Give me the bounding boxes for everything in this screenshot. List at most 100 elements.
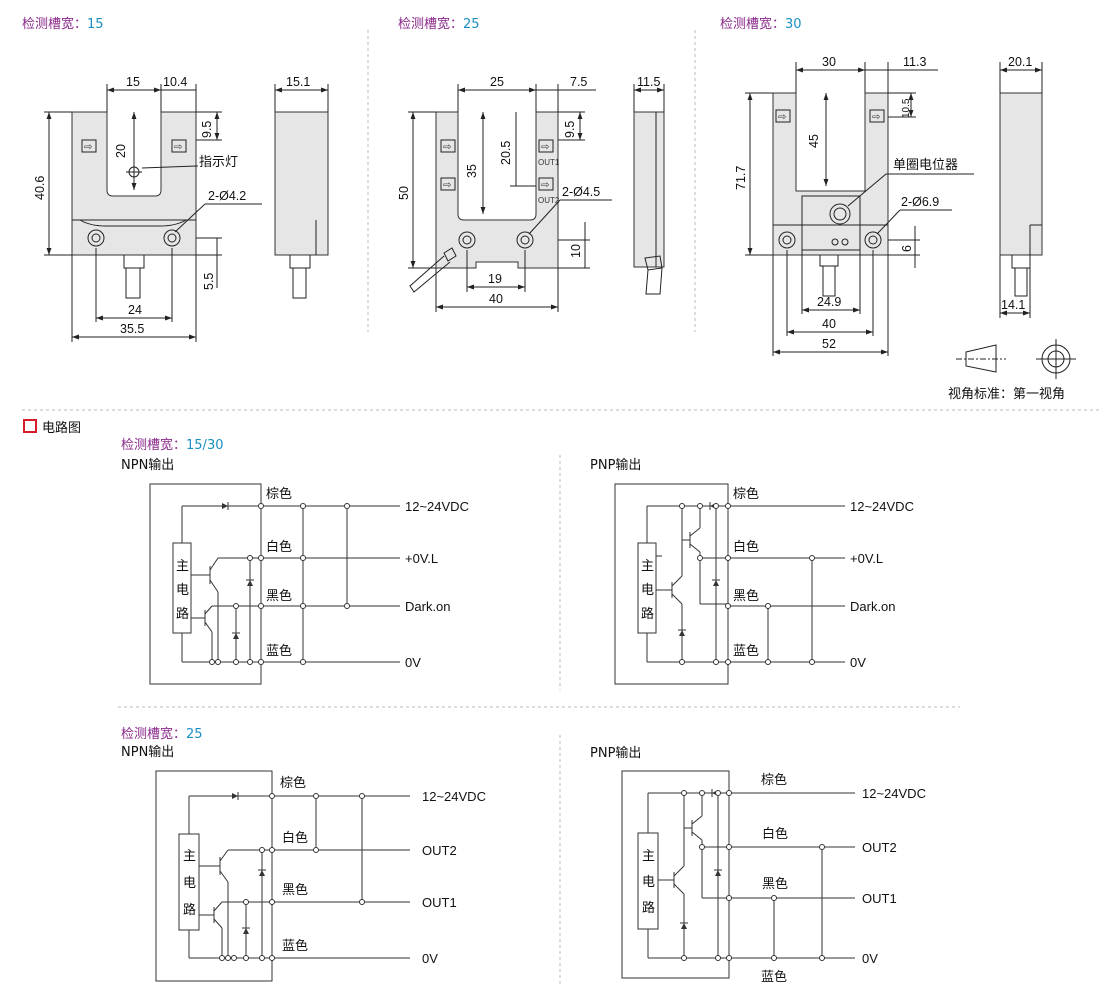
circuit-npn-2: 主 电 路 棕色 白色 黑色 蓝色 12~24VDC O xyxy=(155,770,486,982)
svg-text:电: 电 xyxy=(642,875,655,890)
dim-top-offset: 9.5 xyxy=(563,121,577,138)
dim-total-height: 71.7 xyxy=(734,166,748,190)
dim-mid: 20.5 xyxy=(499,141,513,165)
label-out2: OUT2 xyxy=(538,196,560,205)
svg-text:⇨: ⇨ xyxy=(872,112,880,123)
dim-total-height: 50 xyxy=(397,186,411,200)
svg-text:12~24VDC: 12~24VDC xyxy=(850,499,914,514)
dim-total-width: 40 xyxy=(489,292,503,306)
circuit-pnp-1: 主 电 路 棕色 白色 黑色 蓝色 12~24VDC xyxy=(614,483,914,685)
svg-text:黑色: 黑色 xyxy=(266,588,292,604)
svg-text:棕色: 棕色 xyxy=(280,775,306,791)
mount-hole xyxy=(163,229,181,247)
potentiometer-knob xyxy=(829,203,851,225)
potentiometer-housing xyxy=(801,195,861,251)
svg-text:白色: 白色 xyxy=(282,830,308,846)
output-out2: OUT2 xyxy=(422,843,457,858)
dim-slot-width: 15 xyxy=(126,75,140,89)
label-out1: OUT1 xyxy=(538,158,560,167)
svg-text:⇨: ⇨ xyxy=(541,180,549,191)
panel-slot-25: ⇨ ⇨ ⇨ ⇨ OUT1 OUT2 25 7.5 35 20.5 9.5 50 … xyxy=(397,75,665,312)
svg-text:路: 路 xyxy=(183,902,196,918)
dim-slot-depth: 45 xyxy=(807,134,821,148)
dim-right-arm: 10.4 xyxy=(163,75,187,89)
dim-right-arm: 11.3 xyxy=(903,55,926,69)
output-out1: OUT1 xyxy=(422,895,457,910)
svg-text:⇨: ⇨ xyxy=(541,142,549,153)
dim-hole-bottom: 10 xyxy=(569,244,583,258)
dim-side-width: 11.5 xyxy=(637,75,660,89)
dim-total-height: 40.6 xyxy=(33,176,47,200)
dim-side-width: 20.1 xyxy=(1008,55,1032,69)
dim-side-width: 15.1 xyxy=(286,75,310,89)
output-0v-2: 0V xyxy=(422,951,438,966)
output-dark: Dark.on xyxy=(405,599,451,614)
svg-text:⇨: ⇨ xyxy=(84,142,92,153)
heading-circuit-2: 检测槽宽：25 xyxy=(121,726,203,742)
circuit-pnp-2: 主 电 路 棕色 白色 黑色 蓝色 12~24VDC O xyxy=(621,770,926,985)
svg-text:Dark.on: Dark.on xyxy=(850,599,896,614)
output-vdc: 12~24VDC xyxy=(405,499,469,514)
dim-right-arm: 7.5 xyxy=(570,75,587,89)
svg-text:蓝色: 蓝色 xyxy=(282,938,308,954)
svg-text:电: 电 xyxy=(176,583,189,598)
dim-total-width: 35.5 xyxy=(120,322,144,336)
heading-circuit-1: 检测槽宽：15/30 xyxy=(121,437,223,453)
dim-hole-bottom: 6 xyxy=(900,245,914,252)
output-0v: 0V xyxy=(405,655,421,670)
svg-text:蓝色: 蓝色 xyxy=(761,969,787,985)
mount-hole xyxy=(87,229,105,247)
svg-text:蓝色: 蓝色 xyxy=(266,643,292,659)
svg-text:主: 主 xyxy=(183,849,196,864)
side-view-30 xyxy=(999,92,1043,256)
heading-slot-30: 检测槽宽：30 xyxy=(720,16,802,32)
panel-slot-30: ⇨ ⇨ 30 11.3 45 10.5 71.7 单圈电位器 2-Ø6.9 6 … xyxy=(734,55,1076,402)
circuit-npn-1: 主 电 路 棕色 白色 黑色 蓝色 12~24VDC + xyxy=(149,483,469,685)
section-title-circuit: 电路图 xyxy=(42,420,81,436)
svg-text:棕色: 棕色 xyxy=(266,486,292,502)
svg-text:⇨: ⇨ xyxy=(174,142,182,153)
dim-hole-pitch: 24.9 xyxy=(817,295,841,309)
dim-top-offset: 10.5 xyxy=(901,98,912,118)
title-pnp-2: PNP输出 xyxy=(590,745,641,761)
svg-text:OUT1: OUT1 xyxy=(862,891,897,906)
svg-text:白色: 白色 xyxy=(266,539,292,555)
title-npn-1: NPN输出 xyxy=(121,457,174,473)
svg-text:黑色: 黑色 xyxy=(762,876,788,892)
side-view-25 xyxy=(633,111,665,268)
dim-hole-pitch: 24 xyxy=(128,303,142,317)
dim-slot-width: 30 xyxy=(822,55,836,69)
arrow-icon xyxy=(171,139,187,153)
svg-text:⇨: ⇨ xyxy=(443,180,451,191)
dim-total-width: 52 xyxy=(822,337,836,351)
heading-slot-25: 检测槽宽：25 xyxy=(398,16,480,32)
sensor-body-25 xyxy=(435,111,559,269)
svg-text:0V: 0V xyxy=(850,655,866,670)
dim-hole-bottom: 5.5 xyxy=(202,273,216,290)
svg-text:路: 路 xyxy=(176,606,189,622)
dim-slot-depth: 20 xyxy=(114,144,128,158)
view-standard-label: 视角标准：第一视角 xyxy=(948,387,1065,402)
label-potentiometer: 单圈电位器 xyxy=(893,158,958,173)
dim-side-depth: 14.1 xyxy=(1001,298,1025,312)
svg-text:+0V.L: +0V.L xyxy=(850,551,883,566)
panel-slot-15: ⇨ ⇨ 15 10.4 20 9.5 40.6 指示灯 2-Ø4.2 5.5 2 xyxy=(33,75,329,342)
dim-inner-width: 40 xyxy=(822,317,836,331)
svg-text:棕色: 棕色 xyxy=(733,486,759,502)
title-pnp-1: PNP输出 xyxy=(590,457,641,473)
output-light: +0V.L xyxy=(405,551,438,566)
svg-text:黑色: 黑色 xyxy=(733,588,759,604)
svg-text:白色: 白色 xyxy=(733,539,759,555)
svg-text:⇨: ⇨ xyxy=(778,112,786,123)
svg-text:12~24VDC: 12~24VDC xyxy=(862,786,926,801)
heading-slot-15: 检测槽宽：15 xyxy=(22,16,104,32)
svg-text:0V: 0V xyxy=(862,951,878,966)
title-npn-2: NPN输出 xyxy=(121,744,174,760)
label-hole: 2-Ø4.2 xyxy=(208,189,246,203)
dim-notch: 19 xyxy=(488,272,502,286)
svg-text:白色: 白色 xyxy=(762,826,788,842)
dim-slot-width: 25 xyxy=(490,75,504,89)
svg-text:黑色: 黑色 xyxy=(282,882,308,898)
output-vdc-2: 12~24VDC xyxy=(422,789,486,804)
